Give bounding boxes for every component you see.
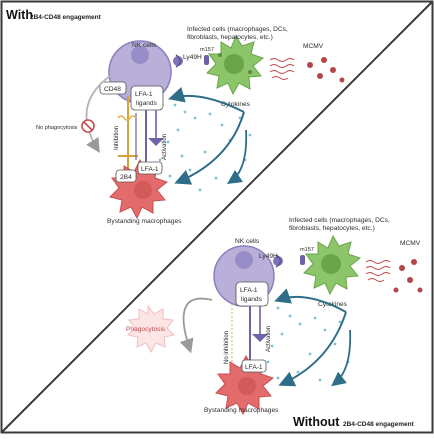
diagonal-divider — [1, 1, 433, 433]
cytokine-arrow-to-macrophage — [174, 111, 245, 185]
panel-subtitle-without: 2B4-CD48 engagement — [343, 421, 415, 428]
activation-label-bottom: Activation — [266, 326, 272, 352]
lfa1-label-bottom: LFA-1 — [245, 364, 263, 371]
infected-cells-line2-bottom: fibroblasts, hepatocytes, etc.) — [289, 225, 375, 232]
lfa1-receptor: LFA-1 — [137, 161, 163, 175]
lfa1-ligands-line2: ligands — [136, 100, 158, 107]
mcmv-virions-bottom — [393, 259, 423, 293]
panel-title-with: With — [6, 8, 33, 22]
infected-cell — [206, 34, 265, 96]
lfa1-receptor-bottom: LFA-1 — [241, 359, 267, 373]
lfa1-ligands-line1: LFA-1 — [135, 91, 153, 98]
panel-title-without: Without — [293, 415, 340, 429]
activation-triangle-bottom — [252, 334, 268, 342]
lfa1-ligands-line2-bottom: ligands — [241, 296, 263, 303]
no-phagocytosis-arrow — [85, 75, 111, 154]
nk-cells-label-bottom: NK cells — [235, 238, 260, 245]
bystanding-macrophages-label-bottom: Bystanding macrophages — [204, 407, 279, 414]
cytokines-label: Cytokines — [221, 101, 251, 108]
m157-label: m157 — [200, 47, 214, 53]
cytokine-arrow-to-macrophage-bottom — [278, 311, 347, 387]
cytokine-dots-bottom — [266, 306, 350, 382]
ly49h-receptor-bottom: Ly49H — [259, 253, 283, 268]
2b4-label: 2B4 — [120, 174, 132, 181]
cytokine-arrow-to-nk — [168, 87, 245, 113]
cytokine-arrow-lower-bottom — [331, 329, 352, 387]
panel-with: With 2B4-CD48 engagement NK cells CD48 L… — [6, 8, 345, 225]
nk-cells-label: NK cells — [132, 42, 157, 49]
lfa1-ligands: LFA-1 ligands — [130, 85, 164, 111]
cd48-label: CD48 — [104, 86, 121, 93]
lfa1-label: LFA-1 — [141, 166, 159, 173]
mcmv-virions — [307, 57, 345, 83]
m157-label-bottom: m157 — [300, 247, 314, 253]
mcmv-label-bottom: MCMV — [400, 240, 421, 247]
no-inhibition-label: No inhibition — [224, 331, 230, 364]
bystanding-macrophages-label: Bystanding macrophages — [107, 218, 182, 225]
phagocytosis-arrow — [179, 297, 213, 354]
ly49h-receptor: Ly49H — [173, 54, 202, 68]
infected-cells-line1: Infected cells (macrophages, DCs, — [187, 26, 288, 33]
m157-ligand-bottom: m157 — [300, 247, 314, 265]
infected-cell-bottom — [303, 234, 362, 296]
ly49h-label: Ly49H — [183, 54, 202, 61]
infected-cells-line1-bottom: Infected cells (macrophages, DCs, — [289, 217, 390, 224]
inhibition-label: Inhibition — [114, 126, 120, 150]
panel-subtitle-with: 2B4-CD48 engagement — [30, 14, 102, 21]
infected-cells-line2: fibroblasts, hepatocytes, etc.) — [187, 34, 273, 41]
cytokine-arrow-to-nk-bottom — [274, 288, 347, 313]
ly49h-label-bottom: Ly49H — [259, 253, 278, 260]
mcmv-label: MCMV — [303, 43, 324, 50]
activation-triangle — [148, 138, 164, 146]
cd48-receptor: CD48 — [99, 81, 127, 95]
viral-dna-strands-bottom — [365, 260, 391, 282]
m157-ligand: m157 — [200, 47, 214, 65]
inhibition-signal-wave — [117, 115, 137, 121]
viral-dna-strands — [269, 58, 295, 80]
phagocytosis-burst — [126, 304, 176, 354]
cytokine-arrow-lower — [227, 129, 248, 184]
2b4-receptor: 2B4 — [115, 169, 137, 183]
activation-label: Activation — [162, 134, 168, 160]
no-entry-icon — [81, 119, 95, 133]
phagocytosis-label: Phagocytosis — [126, 326, 166, 333]
lfa1-ligands-bottom: LFA-1 ligands — [235, 281, 269, 307]
cytokine-dots — [158, 103, 252, 192]
lfa1-ligands-line1-bottom: LFA-1 — [240, 287, 258, 294]
panel-without: NK cells LFA-1 ligands Ly49H m157 Infect… — [126, 217, 423, 429]
no-phagocytosis-label: No phagocytosis — [36, 125, 78, 131]
